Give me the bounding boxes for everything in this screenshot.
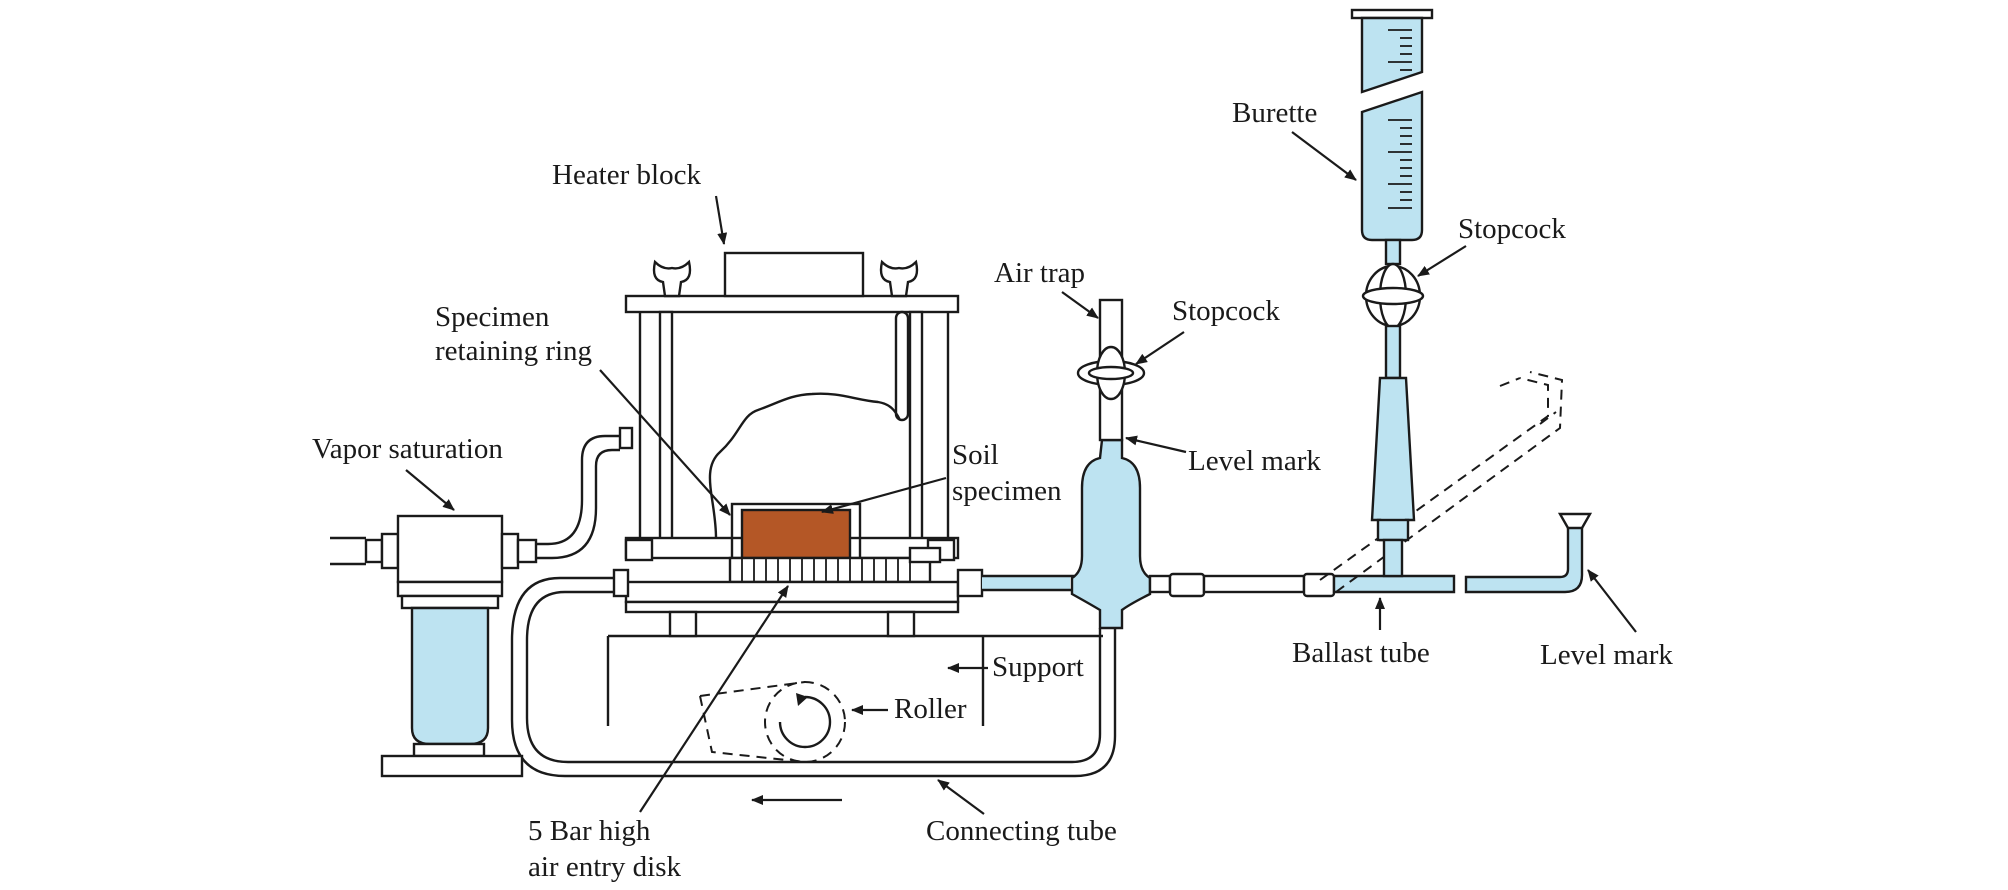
roller bbox=[699, 681, 846, 763]
label-level-mark-mid: Level mark bbox=[1188, 445, 1321, 477]
label-stopcock-right: Stopcock bbox=[1458, 213, 1566, 245]
label-level-mark-right: Level mark bbox=[1540, 639, 1673, 671]
burette-graduations bbox=[1388, 29, 1412, 209]
label-connecting-tube: Connecting tube bbox=[926, 815, 1117, 847]
label-heater-block: Heater block bbox=[552, 159, 701, 191]
label-burette: Burette bbox=[1232, 97, 1317, 129]
label-support: Support bbox=[992, 651, 1084, 683]
air-trap bbox=[1070, 298, 1152, 630]
label-vapor-saturation: Vapor saturation bbox=[312, 433, 503, 465]
label-soil-2: specimen bbox=[952, 475, 1062, 507]
label-ballast-tube: Ballast tube bbox=[1292, 637, 1430, 669]
label-roller: Roller bbox=[894, 693, 967, 725]
outlet-tube bbox=[982, 574, 1074, 592]
high-air-entry-disk bbox=[728, 556, 932, 584]
vapor-saturation-unit bbox=[330, 434, 620, 778]
label-stopcock-left: Stopcock bbox=[1172, 295, 1280, 327]
label-disk-2: air entry disk bbox=[528, 851, 682, 883]
ballast-tube bbox=[1148, 371, 1593, 598]
label-specimen-ring-2: retaining ring bbox=[435, 335, 592, 367]
label-specimen-ring-1: Specimen bbox=[435, 301, 550, 333]
label-soil-1: Soil bbox=[952, 439, 999, 471]
label-disk-1: 5 Bar high bbox=[528, 815, 651, 847]
pressure-cell bbox=[612, 251, 984, 638]
label-air-trap: Air trap bbox=[994, 257, 1085, 289]
burette bbox=[1350, 8, 1434, 578]
